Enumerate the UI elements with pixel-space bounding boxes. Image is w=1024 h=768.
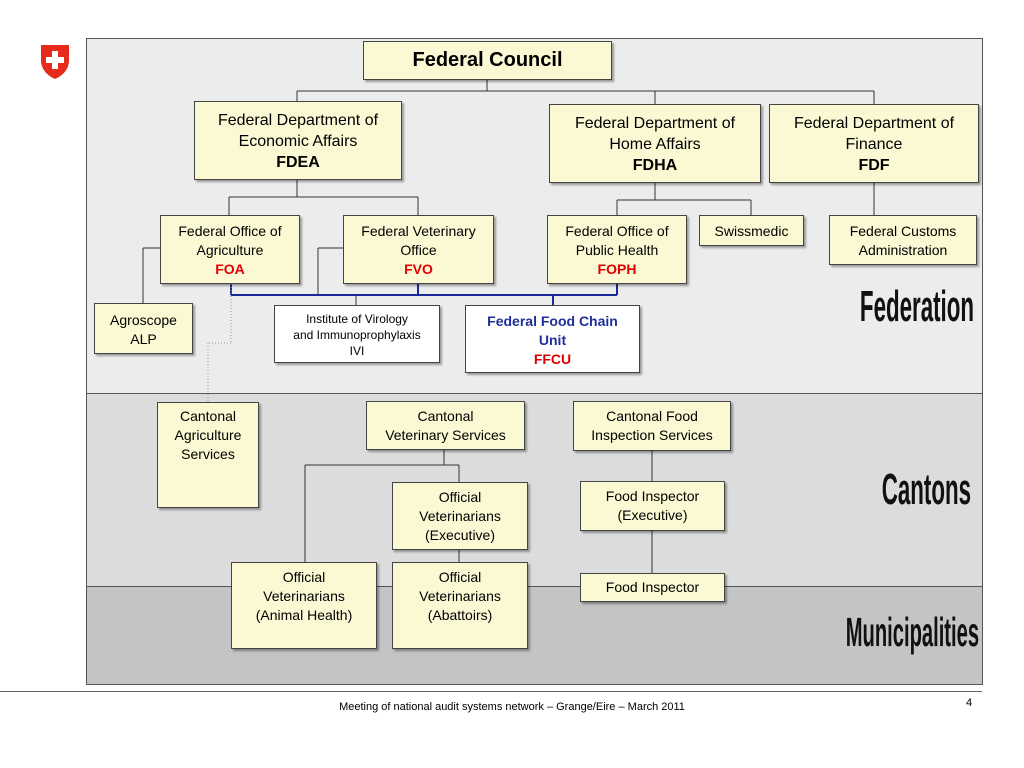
fdha-abbr: FDHA: [632, 157, 678, 174]
fvo-line2: Office: [400, 242, 437, 258]
cantonal-food-line1: Cantonal Food: [606, 408, 698, 424]
cantonal-food-box: Cantonal Food Inspection Services: [573, 401, 731, 451]
foa-abbr: FOA: [215, 261, 245, 277]
official-vet-abattoirs-line1: Official: [438, 569, 482, 585]
cantonal-food-line2: Inspection Services: [591, 427, 713, 443]
foph-box: Federal Office of Public Health FOPH: [547, 215, 687, 284]
customs-line1: Federal Customs: [849, 223, 957, 239]
agroscope-line2: ALP: [130, 331, 157, 347]
ivi-line1: Institute of Virology: [306, 312, 408, 326]
official-vet-exec-line2: Veterinarians: [419, 508, 501, 524]
foph-line1: Federal Office of: [565, 223, 669, 239]
swissmedic-box: Swissmedic: [699, 215, 804, 246]
official-vet-abattoirs-line2: Veterinarians: [419, 588, 501, 604]
ffcu-line2: Unit: [538, 332, 567, 348]
ffcu-abbr: FFCU: [533, 351, 572, 367]
federal-council-box: Federal Council: [363, 41, 612, 80]
official-vet-animal-line2: Veterinarians: [263, 588, 345, 604]
fdf-line1: Federal Department of: [793, 115, 955, 132]
agroscope-box: Agroscope ALP: [94, 303, 193, 354]
fvo-line1: Federal Veterinary: [361, 223, 476, 239]
ivi-line2: and Immunoprophylaxis: [293, 328, 421, 342]
food-inspector-exec-line1: Food Inspector: [605, 488, 700, 504]
foa-box: Federal Office of Agriculture FOA: [160, 215, 300, 284]
ffcu-line1: Federal Food Chain: [487, 313, 618, 329]
cantonal-agri-line1: Cantonal: [179, 408, 237, 424]
fvo-abbr: FVO: [404, 261, 433, 277]
ivi-line3: IVI: [349, 344, 365, 358]
customs-box: Federal Customs Administration: [829, 215, 977, 265]
agroscope-line1: Agroscope: [110, 312, 177, 328]
cantonal-vet-line1: Cantonal: [417, 408, 474, 424]
page-number: 4: [966, 697, 973, 709]
fdf-box: Federal Department of Finance FDF: [769, 104, 979, 183]
food-inspector-exec-line2: (Executive): [617, 507, 688, 523]
official-vet-executive-box: Official Veterinarians (Executive): [392, 482, 528, 550]
cantons-level-label: Cantons: [881, 463, 971, 514]
municipalities-level-label: Municipalities: [845, 608, 979, 655]
cantonal-vet-box: Cantonal Veterinary Services: [366, 401, 525, 450]
swissmedic-label: Swissmedic: [714, 223, 789, 239]
foph-line2: Public Health: [575, 242, 659, 258]
footer-text: Meeting of national audit systems networ…: [339, 701, 685, 713]
cantonal-vet-line2: Veterinary Services: [385, 427, 506, 443]
ivi-box: Institute of Virology and Immunoprophyla…: [274, 305, 440, 363]
fdea-line2: Economic Affairs: [238, 133, 358, 150]
official-vet-animal-line3: (Animal Health): [255, 607, 353, 623]
fdha-line1: Federal Department of: [574, 115, 736, 132]
fdf-abbr: FDF: [858, 157, 890, 174]
customs-line2: Administration: [858, 242, 948, 258]
federation-level-label: Federation: [859, 280, 974, 331]
official-vet-exec-line3: (Executive): [424, 527, 496, 543]
foa-line2: Agriculture: [196, 242, 264, 258]
fvo-box: Federal Veterinary Office FVO: [343, 215, 494, 284]
foph-abbr: FOPH: [597, 261, 637, 277]
official-vet-abattoirs-line3: (Abattoirs): [427, 607, 493, 623]
food-inspector-executive-box: Food Inspector (Executive): [580, 481, 725, 531]
official-vet-exec-line1: Official: [438, 489, 482, 505]
official-vet-animal-health-box: Official Veterinarians (Animal Health): [231, 562, 377, 649]
federal-council-label: Federal Council: [412, 49, 563, 71]
fdha-line2: Home Affairs: [609, 136, 701, 153]
official-vet-abattoirs-box: Official Veterinarians (Abattoirs): [392, 562, 528, 649]
food-inspector-label: Food Inspector: [605, 579, 700, 595]
fdea-abbr: FDEA: [276, 154, 320, 171]
swiss-cross-shield-icon: [40, 44, 70, 80]
fdea-line1: Federal Department of: [217, 112, 379, 129]
foa-line1: Federal Office of: [178, 223, 282, 239]
fdea-box: Federal Department of Economic Affairs F…: [194, 101, 402, 180]
cantonal-agri-line3: Services: [181, 446, 235, 462]
fdha-box: Federal Department of Home Affairs FDHA: [549, 104, 761, 183]
ffcu-box: Federal Food Chain Unit FFCU: [465, 305, 640, 373]
fdf-line2: Finance: [845, 136, 903, 153]
footer-divider: [0, 691, 982, 692]
cantonal-agriculture-box: Cantonal Agriculture Services: [157, 402, 259, 508]
official-vet-animal-line1: Official: [282, 569, 326, 585]
cantonal-agri-line2: Agriculture: [174, 427, 242, 443]
food-inspector-box: Food Inspector: [580, 573, 725, 602]
